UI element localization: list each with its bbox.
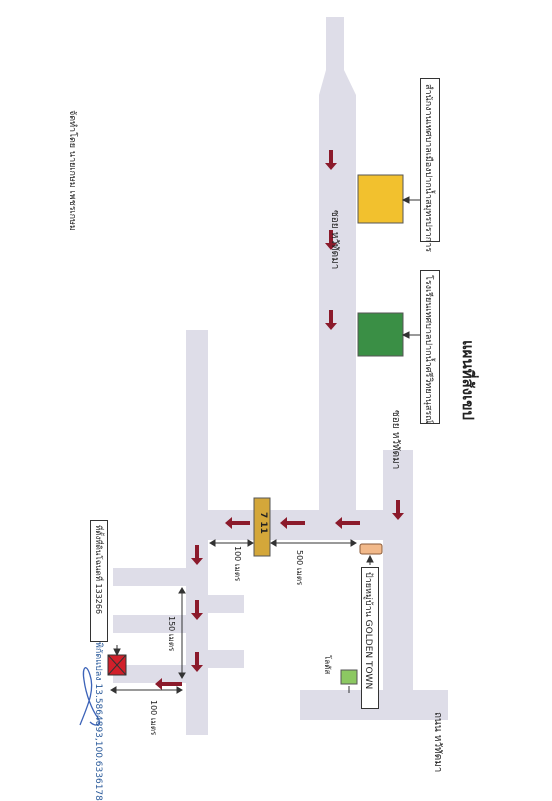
hospital-label: โรงเรียนเทศบาลปากน้ำศรีวิทยานุสรณ์	[423, 275, 433, 424]
road-label-main: ถนน หวัทัดมา	[432, 712, 443, 773]
road-network	[113, 17, 448, 735]
branch-road-5	[208, 650, 244, 668]
arrow-left	[280, 517, 305, 529]
distance-label-2: 500 เมตร	[295, 550, 304, 586]
seven-eleven-marker	[253, 497, 271, 557]
soi-lower-road	[383, 450, 413, 695]
arrow-down	[392, 500, 404, 520]
arrow-left	[225, 517, 250, 529]
coordinates-label: พิกัดแปลง 13.5864893,100.6336178	[93, 642, 103, 801]
map-title: แผนที่สังเขป	[459, 340, 477, 420]
plot-marker	[107, 654, 127, 676]
branch-road-3	[113, 665, 186, 683]
direction-arrows	[155, 150, 404, 690]
arrow-down	[191, 600, 203, 620]
signature-scribble	[79, 667, 100, 726]
arrow-left	[155, 678, 182, 690]
village-label-box	[361, 567, 379, 709]
arrow-down	[325, 150, 337, 170]
pointer-lines	[113, 196, 420, 693]
plot-label: ที่ตั้งที่ดินโฉนดที่ 133266	[94, 525, 103, 615]
village-pin-label: โลตัส	[323, 655, 332, 675]
seven-eleven-label: 7 11	[258, 512, 268, 534]
office-marker	[357, 174, 404, 224]
distance-label-3: 150 เมตร	[167, 616, 176, 652]
distance-label-1: 100 เมตร	[233, 546, 242, 582]
arrow-down	[325, 310, 337, 330]
distance-label-4: 100 เมตร	[149, 700, 158, 736]
office-label: สำนักงานเทศบาลเมืองปากน้ำสมุทรปราการ	[423, 84, 433, 253]
plot-label-box	[90, 520, 108, 642]
branch-road-1	[113, 568, 186, 586]
prepared-by-label: จัดทำโดย นายเกษม เพชรเกษม	[67, 110, 77, 231]
office-label-box	[420, 78, 440, 242]
village-label: ป้ายหมู่บ้าน GOLDEN TOWN	[363, 572, 373, 690]
village-pin-marker	[340, 669, 358, 685]
arrow-left	[335, 517, 360, 529]
arrow-down	[191, 545, 203, 565]
village-marker	[359, 543, 383, 555]
road-label-soi-lower: ซอย หวัทัดมา	[390, 410, 401, 470]
hospital-marker	[357, 312, 404, 357]
hospital-label-box	[420, 270, 440, 424]
vertical-road-left	[186, 330, 208, 735]
branch-road-4	[208, 595, 244, 613]
distance-lines	[110, 539, 357, 694]
road-label-soi-upper: ซอย หวัทัดมา	[329, 210, 340, 270]
arrow-down	[191, 652, 203, 672]
soi-upper-road	[319, 17, 356, 520]
arrow-down	[325, 230, 337, 250]
branch-road-2	[113, 615, 186, 633]
